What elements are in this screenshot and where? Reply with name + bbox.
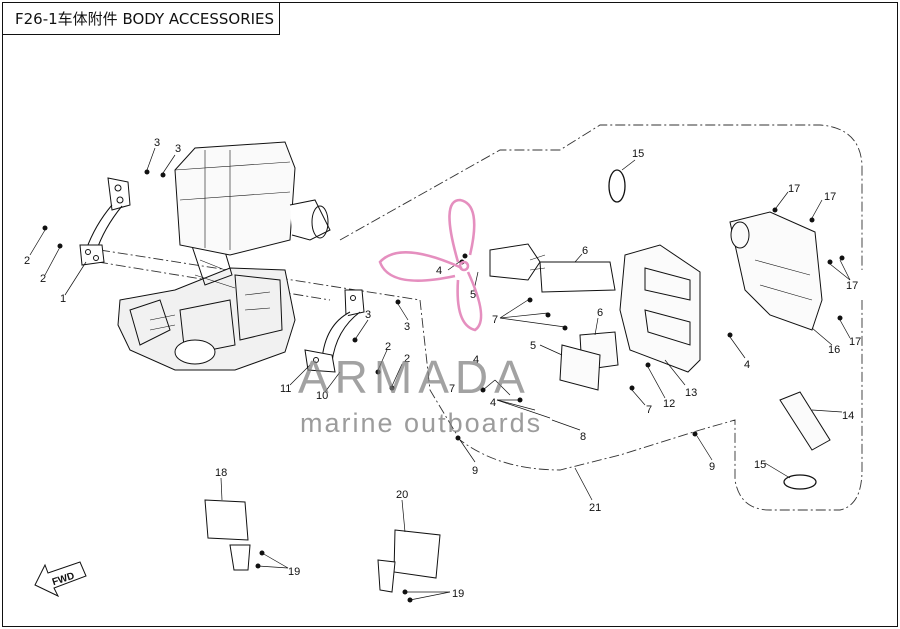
callout: 10 xyxy=(316,390,328,402)
callout: 17 xyxy=(846,280,858,292)
callout: 17 xyxy=(788,183,800,195)
engine-assembly xyxy=(117,141,331,371)
callout: 7 xyxy=(449,383,455,395)
callout: 15 xyxy=(754,459,766,471)
callout: 3 xyxy=(154,137,160,149)
callout: 18 xyxy=(215,467,227,479)
callout: 19 xyxy=(452,588,464,600)
callout: 21 xyxy=(589,502,601,514)
callout: 17 xyxy=(824,191,836,203)
callout: 6 xyxy=(582,245,588,257)
callout: 9 xyxy=(709,461,715,473)
callout: 1 xyxy=(60,293,66,305)
callout: 4 xyxy=(744,359,750,371)
bracket-part xyxy=(304,289,365,373)
callout: 9 xyxy=(472,465,478,477)
title-text: F26-1车体附件 BODY ACCESSORIES xyxy=(15,10,275,28)
callout: 4 xyxy=(473,354,479,366)
callout: 15 xyxy=(632,148,644,160)
callout: 5 xyxy=(470,289,476,301)
callout: 2 xyxy=(385,341,391,353)
callout-labels: 2 2 1 3 3 3 3 11 10 2 2 4 5 6 7 15 17 17… xyxy=(24,137,861,600)
clamp-ring xyxy=(608,169,817,490)
watermark-tagline: marine outboards xyxy=(300,408,542,438)
callout: 8 xyxy=(580,431,586,443)
callout: 5 xyxy=(530,340,536,352)
intake-duct xyxy=(489,243,616,293)
callout: 3 xyxy=(175,143,181,155)
callout: 4 xyxy=(436,265,442,277)
callout: 7 xyxy=(646,404,652,416)
air-duct xyxy=(729,211,831,451)
callout: 4 xyxy=(490,397,496,409)
callout: 13 xyxy=(685,387,697,399)
propeller-logo xyxy=(378,198,483,332)
callout: 3 xyxy=(365,309,371,321)
page-title: F26-1车体附件 BODY ACCESSORIES xyxy=(2,2,280,35)
callout: 2 xyxy=(404,353,410,365)
fwd-arrow: FWD xyxy=(34,561,87,598)
bracket-part xyxy=(79,177,131,266)
callout: 3 xyxy=(404,321,410,333)
callout: 19 xyxy=(288,566,300,578)
callout: 2 xyxy=(24,255,30,267)
callout: 16 xyxy=(828,344,840,356)
watermark: ARMADA marine outboards xyxy=(298,198,542,438)
callout: 6 xyxy=(597,307,603,319)
intake-housing xyxy=(559,244,701,391)
mirror-part xyxy=(204,499,441,593)
callout: 17 xyxy=(849,336,861,348)
watermark-brand: ARMADA xyxy=(298,351,531,403)
callout: 12 xyxy=(663,398,675,410)
callout: 2 xyxy=(40,273,46,285)
leader-lines xyxy=(29,147,851,601)
callout: 11 xyxy=(280,383,291,395)
fastener-dots xyxy=(42,169,845,603)
callout: 7 xyxy=(492,314,498,326)
callout: 20 xyxy=(396,489,408,501)
callout: 14 xyxy=(842,410,854,422)
